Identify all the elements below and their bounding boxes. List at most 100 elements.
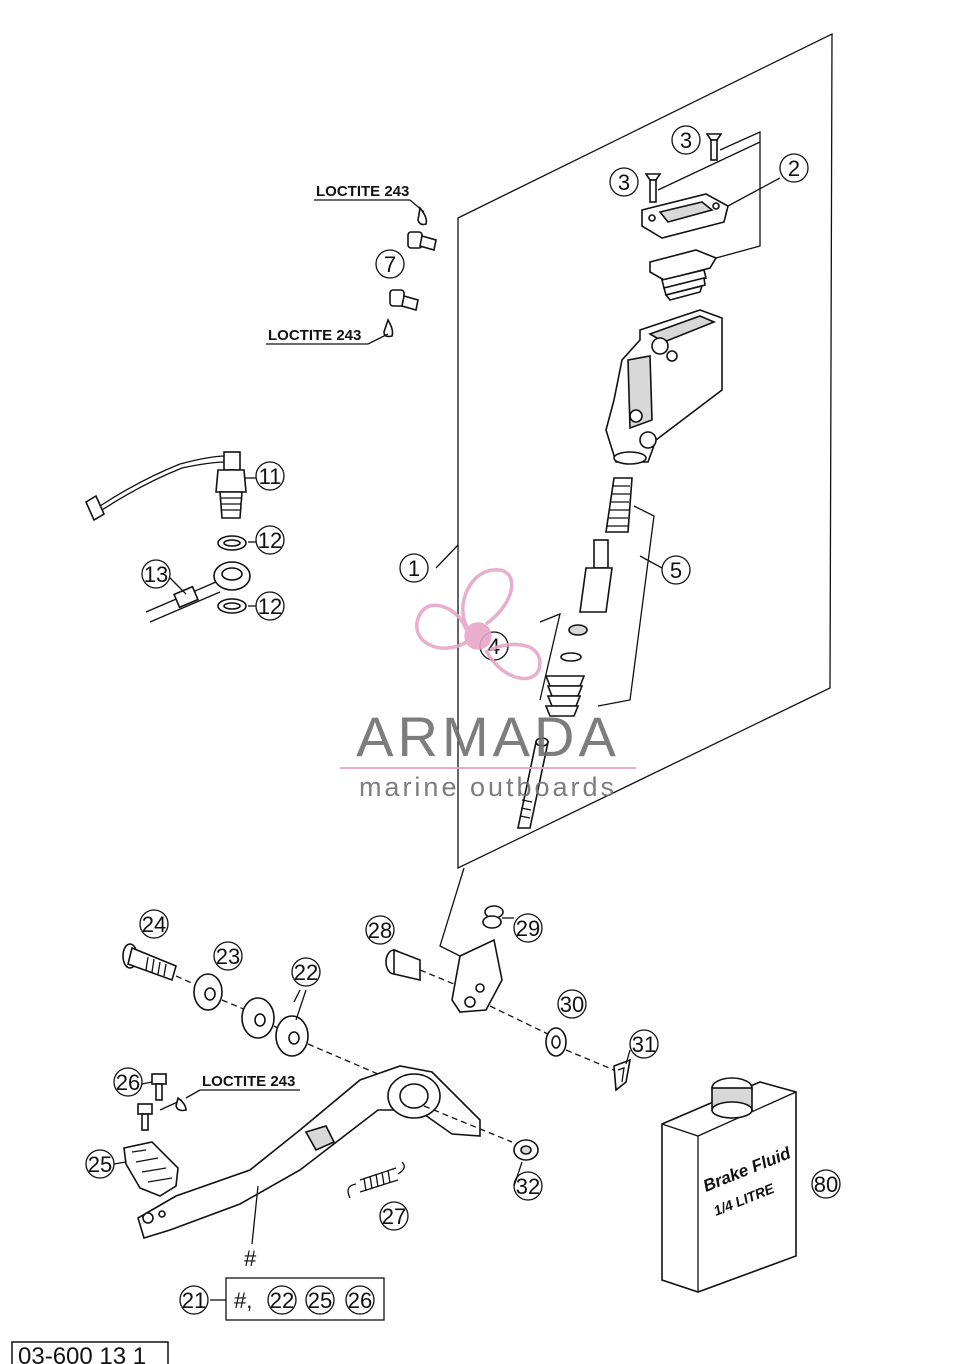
- callout-1: 1: [399, 553, 429, 583]
- callout-23: 23: [213, 941, 243, 971]
- push-rod: [517, 737, 549, 829]
- callout-32: 32: [513, 1171, 543, 1201]
- svg-text:2: 2: [788, 156, 800, 181]
- brake-pedal: [137, 1065, 513, 1245]
- screw-part-3a: [705, 133, 723, 161]
- nut-part-32: [513, 1139, 539, 1161]
- svg-text:5: 5: [670, 558, 682, 583]
- svg-text:27: 27: [382, 1204, 406, 1229]
- screw-part-7-lower: [383, 289, 419, 338]
- screw-part-26-upper: [151, 1073, 167, 1101]
- callout-11: 11: [255, 461, 285, 491]
- callout-13: 13: [141, 559, 171, 589]
- seal-kit-part-4: [539, 612, 588, 717]
- callout-22: 22: [291, 957, 321, 987]
- loctite-note-middle: LOCTITE 243: [268, 327, 361, 344]
- svg-text:80: 80: [814, 1172, 838, 1197]
- spring-part-27: [347, 1161, 405, 1199]
- svg-text:13: 13: [144, 562, 168, 587]
- svg-text:31: 31: [632, 1032, 656, 1057]
- callout-21: 21: [179, 1285, 209, 1315]
- svg-text:26: 26: [348, 1288, 372, 1313]
- callout-2: 2: [779, 153, 809, 183]
- pedal-hash-label: #: [244, 1246, 257, 1271]
- washer-part-23: [193, 973, 223, 1011]
- bellows-diaphragm: [649, 249, 718, 301]
- callout-3b: 3: [609, 167, 639, 197]
- screw-part-26-lower: [137, 1103, 153, 1131]
- clevis: [451, 938, 503, 1013]
- document-number: 03-600 13 1: [18, 1343, 146, 1364]
- washer-part-12-lower: [217, 598, 247, 614]
- document-number-box: 03-600 13 1: [11, 1341, 169, 1364]
- svg-text:25: 25: [308, 1288, 332, 1313]
- pin-part-28: [385, 948, 421, 982]
- cover-plate-part-2: [641, 193, 729, 239]
- propeller-logo-icon: [415, 568, 542, 681]
- nut-part-29: [482, 905, 504, 929]
- svg-text:12: 12: [258, 594, 282, 619]
- reservoir-cover-group: [641, 130, 781, 301]
- svg-text:3: 3: [618, 170, 630, 195]
- callout-12b: 12: [255, 591, 285, 621]
- svg-text:32: 32: [516, 1174, 540, 1199]
- svg-text:21: 21: [182, 1288, 206, 1313]
- svg-text:22: 22: [294, 960, 318, 985]
- assembly-frame: [435, 32, 833, 870]
- svg-text:1: 1: [408, 556, 420, 581]
- washer-part-12-upper: [217, 535, 247, 551]
- callout-26: 26: [113, 1067, 143, 1097]
- callouts: 1 2 3 3 4 5 7 11 12 13 12 24 23 22 28 29…: [85, 125, 841, 1315]
- svg-text:25: 25: [88, 1152, 112, 1177]
- master-cylinder-body: [605, 309, 723, 465]
- callout-7: 7: [375, 249, 405, 279]
- svg-text:11: 11: [259, 464, 282, 489]
- leader-lines: [113, 477, 631, 1187]
- callout-24: 24: [139, 909, 169, 939]
- kit-hash-label: #,: [234, 1288, 252, 1313]
- callout-28: 28: [365, 915, 395, 945]
- clevis-assembly: [385, 867, 553, 1037]
- piston-kit-part-5: [579, 477, 663, 707]
- svg-text:3: 3: [680, 128, 692, 153]
- screw-part-3b: [644, 173, 662, 203]
- bushing-part-22-inner: [275, 1015, 309, 1057]
- watermark-brand: ARMADA: [356, 705, 620, 768]
- brake-fluid-can-part-80: Brake Fluid 1/4 LITRE: [661, 1077, 797, 1293]
- callout-kit-26: 26: [345, 1285, 375, 1315]
- svg-text:26: 26: [116, 1070, 140, 1095]
- svg-text:24: 24: [142, 912, 166, 937]
- loctite-note-pedal: LOCTITE 243: [202, 1073, 295, 1090]
- svg-text:30: 30: [560, 992, 584, 1017]
- armada-watermark: ARMADA marine outboards: [340, 568, 636, 802]
- svg-text:23: 23: [216, 944, 240, 969]
- banjo-hose-part-13: [145, 561, 251, 623]
- callout-3a: 3: [671, 125, 701, 155]
- callout-27: 27: [379, 1201, 409, 1231]
- svg-text:29: 29: [516, 916, 540, 941]
- footrest-step-part-25: [123, 1141, 179, 1197]
- loctite-note-top: LOCTITE 243: [316, 183, 409, 200]
- callout-29: 29: [513, 913, 543, 943]
- callout-31: 31: [629, 1029, 659, 1059]
- callout-30: 30: [557, 989, 587, 1019]
- callout-5: 5: [661, 555, 691, 585]
- cotter-pin-part-31: [613, 1058, 632, 1092]
- bolt-part-24: [122, 943, 177, 982]
- watermark-tagline: marine outboards: [359, 772, 617, 802]
- screw-part-7-upper: [407, 206, 437, 252]
- svg-text:28: 28: [368, 918, 392, 943]
- brake-light-switch-part-11: [84, 451, 247, 522]
- svg-text:12: 12: [258, 528, 282, 553]
- callout-12a: 12: [255, 525, 285, 555]
- washer-part-30: [545, 1027, 567, 1057]
- callout-80: 80: [811, 1169, 841, 1199]
- callout-kit-25: 25: [305, 1285, 335, 1315]
- kit-box: [210, 1277, 385, 1321]
- callout-25: 25: [85, 1149, 115, 1179]
- svg-text:22: 22: [270, 1288, 294, 1313]
- svg-text:7: 7: [384, 252, 396, 277]
- callout-kit-22: 22: [267, 1285, 297, 1315]
